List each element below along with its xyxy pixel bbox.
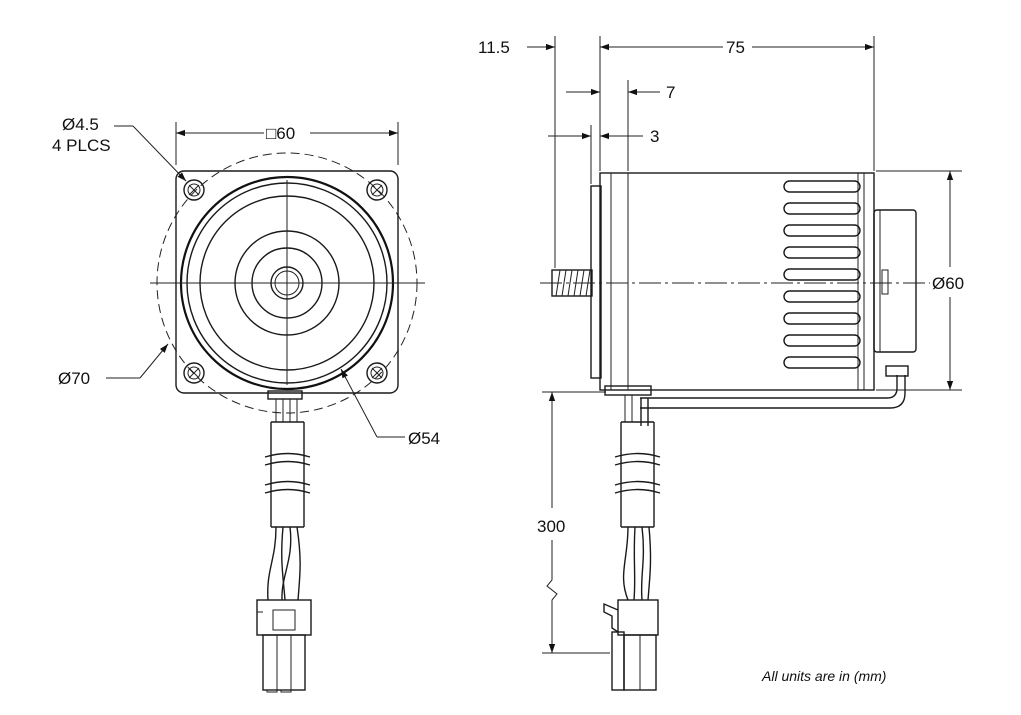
side-cable [614,395,661,601]
hole-count-label: 4 PLCS [52,136,111,155]
hole-dia-label: Ø4.5 [62,115,99,134]
square-size-label: □60 [266,124,295,143]
cooling-fins [783,180,861,369]
units-note: All units are in (mm) [761,668,886,684]
front-connector [256,599,312,693]
side-view: 11.5 75 7 3 Ø60 300 [478,36,964,691]
end-cap [873,209,917,353]
front-view: □60 Ø4.5 4 PLCS Ø70 Ø54 [52,115,440,693]
pilot-offset-label: 7 [666,83,675,102]
side-connector [603,599,659,691]
mounting-holes [183,179,388,384]
lead-length-label: 300 [537,517,565,536]
body-length-label: 75 [726,38,745,57]
body-dia-label: Ø60 [932,274,964,293]
outer-circle-label: Ø70 [58,369,90,388]
square-flange [175,170,399,394]
front-cable [264,421,311,601]
flange-dia-label: Ø54 [408,429,440,448]
shaft-length-label: 11.5 [478,38,510,57]
front-pilot [590,185,602,379]
motor-body [590,172,917,391]
flange-thickness-label: 3 [650,127,659,146]
connector-latch [603,602,619,633]
